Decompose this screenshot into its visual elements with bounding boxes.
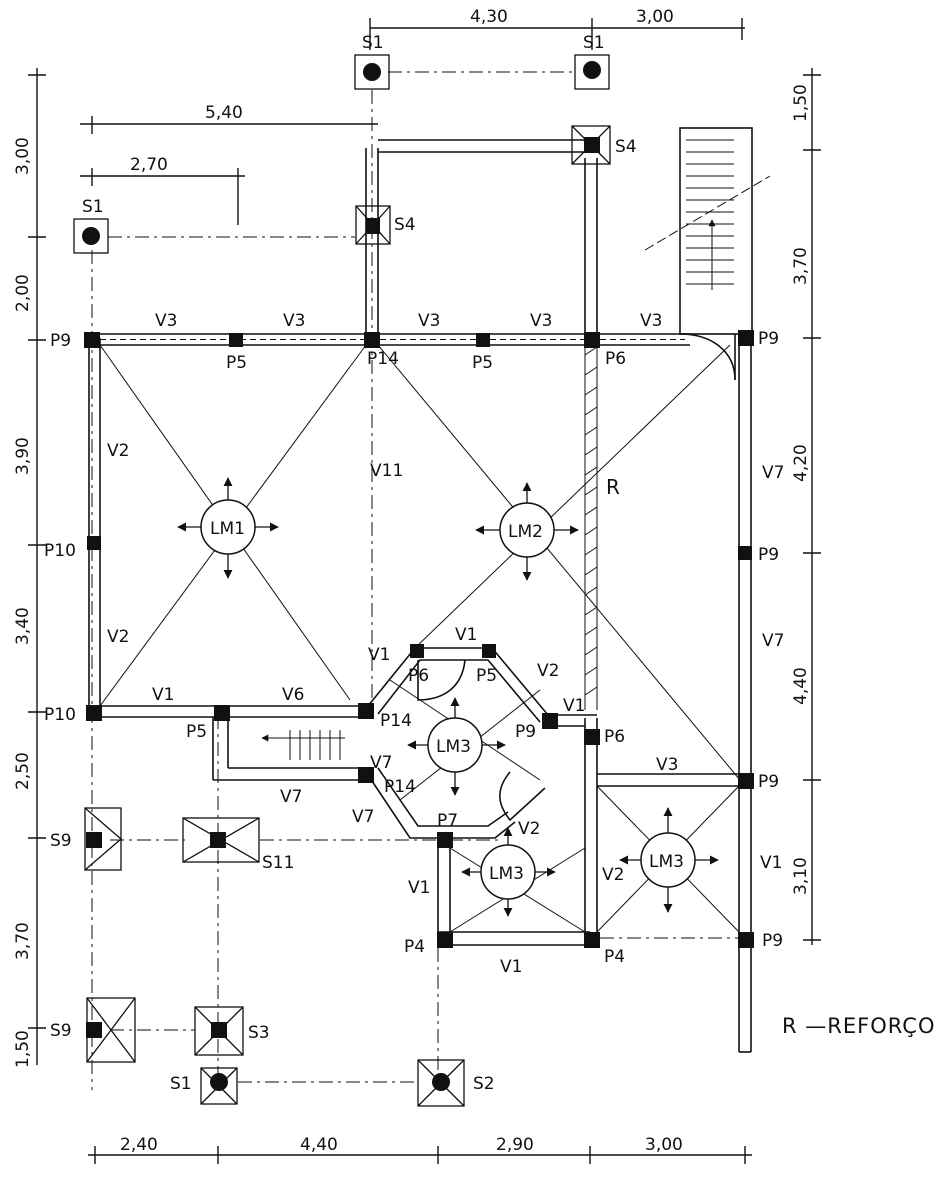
dim-right-5: 3,10 [791, 857, 811, 895]
footing-label-s9-a: S9 [50, 831, 72, 851]
pillar-label-p14-a: P14 [367, 349, 399, 369]
dim-right-3: 4,20 [791, 444, 811, 482]
dim-right-4: 4,40 [791, 667, 811, 705]
beam-label-v1-a: V1 [152, 685, 174, 705]
footing-label-s1-b: S1 [583, 33, 605, 53]
dim-right-2: 3,70 [791, 247, 811, 285]
pillar-label-p9-b: P9 [758, 329, 779, 349]
pillar-label-p10-a: P10 [44, 541, 76, 561]
pillar-label-p9-e: P9 [758, 772, 779, 792]
pillar-label-p6-a: P6 [605, 349, 626, 369]
beam-label-v11: V11 [370, 461, 403, 481]
beam-label-v7-a: V7 [762, 463, 784, 483]
slab-label-lm2: LM2 [508, 522, 543, 542]
stair-steps [261, 139, 771, 760]
beam-label-v7-d: V7 [280, 787, 302, 807]
pillar-label-p9-d: P9 [515, 722, 536, 742]
pillar-label-p6-b: P6 [408, 666, 429, 686]
footing-label-s9-b: S9 [50, 1021, 72, 1041]
footing-label-s1-d: S1 [170, 1074, 192, 1094]
beams [88, 127, 753, 1053]
pillar-label-p10-b: P10 [44, 705, 76, 725]
footing-label-s4-a: S4 [394, 215, 416, 235]
slab-circles [177, 477, 719, 917]
dim-bottom-1: 2,40 [120, 1135, 158, 1155]
pillar-label-p9-f: P9 [762, 931, 783, 951]
pillar-label-p5-a: P5 [226, 353, 247, 373]
beam-label-v1-f: V1 [760, 853, 782, 873]
beam-label-v3-e: V3 [640, 311, 662, 331]
dim-upper-540: 5,40 [205, 103, 243, 123]
beam-label-v2-a: V2 [107, 441, 129, 461]
dim-bottom-2: 4,40 [300, 1135, 338, 1155]
pillar-label-p5-d: P5 [476, 666, 497, 686]
pillar-label-p9-c: P9 [758, 545, 779, 565]
pillar-label-p5-c: P5 [186, 722, 207, 742]
beam-label-v7-b: V7 [762, 631, 784, 651]
pillar-label-p7: P7 [437, 811, 458, 831]
slab-label-lm3-a: LM3 [436, 737, 471, 757]
slab-label-lm3-b: LM3 [489, 864, 524, 884]
beam-label-v3-d: V3 [530, 311, 552, 331]
footing-label-s3: S3 [248, 1023, 270, 1043]
pillar-label-p5-b: P5 [472, 353, 493, 373]
beam-label-v3-c: V3 [418, 311, 440, 331]
footing-label-s1-c: S1 [82, 197, 104, 217]
pillar-label-p4-b: P4 [604, 947, 625, 967]
slab-label-lm3-c: LM3 [649, 852, 684, 872]
beam-label-v6: V6 [282, 685, 304, 705]
footing-label-s4-b: S4 [615, 137, 637, 157]
dim-left-5: 2,50 [13, 752, 33, 790]
pillar-label-p6-c: P6 [604, 727, 625, 747]
beam-label-v7-c: V7 [370, 753, 392, 773]
dim-left-4: 3,40 [13, 607, 33, 645]
beam-label-v2-b: V2 [107, 627, 129, 647]
footing-label-s11: S11 [262, 853, 294, 873]
pillar-marks [82, 61, 754, 1091]
footings [73, 54, 611, 1107]
dim-left-6: 3,70 [13, 922, 33, 960]
beam-label-v1-b: V1 [368, 645, 390, 665]
beam-label-v1-g: V1 [500, 957, 522, 977]
reinforcement-mark: R [606, 475, 620, 499]
footing-label-s1-a: S1 [362, 33, 384, 53]
dim-right-1: 1,50 [791, 84, 811, 122]
dimension-lines [28, 18, 821, 1164]
pillar-label-p9-a: P9 [50, 331, 71, 351]
beam-label-v3-a: V3 [155, 311, 177, 331]
beam-label-v3-b: V3 [283, 311, 305, 331]
footing-label-s2: S2 [473, 1074, 495, 1094]
beam-label-v2-c: V2 [537, 661, 559, 681]
dim-top-a: 4,30 [470, 7, 508, 27]
beam-label-v7-e: V7 [352, 807, 374, 827]
legend-reinforcement: R —REFORÇO [782, 1014, 936, 1038]
beam-label-v1-e: V1 [408, 878, 430, 898]
dim-left-1: 3,00 [13, 137, 33, 175]
beam-label-v3-f: V3 [656, 755, 678, 775]
pillar-label-p14-b: P14 [380, 711, 412, 731]
slab-label-lm1: LM1 [210, 519, 245, 539]
pillar-label-p14-c: P14 [384, 777, 416, 797]
dim-top-b: 3,00 [636, 7, 674, 27]
dim-bottom-3: 2,90 [496, 1135, 534, 1155]
dim-bottom-4: 3,00 [645, 1135, 683, 1155]
pillar-label-p4-a: P4 [404, 937, 425, 957]
beam-label-v2-e: V2 [602, 865, 624, 885]
dim-upper-270: 2,70 [130, 155, 168, 175]
beam-label-v1-d: V1 [563, 696, 585, 716]
slab-diagonals [99, 344, 741, 933]
reinforcement-hatch [584, 345, 598, 710]
dim-left-2: 2,00 [13, 274, 33, 312]
beam-label-v2-d: V2 [518, 819, 540, 839]
dim-left-7: 1,50 [13, 1030, 33, 1068]
dim-left-3: 3,90 [13, 437, 33, 475]
beam-label-v1-c: V1 [455, 625, 477, 645]
